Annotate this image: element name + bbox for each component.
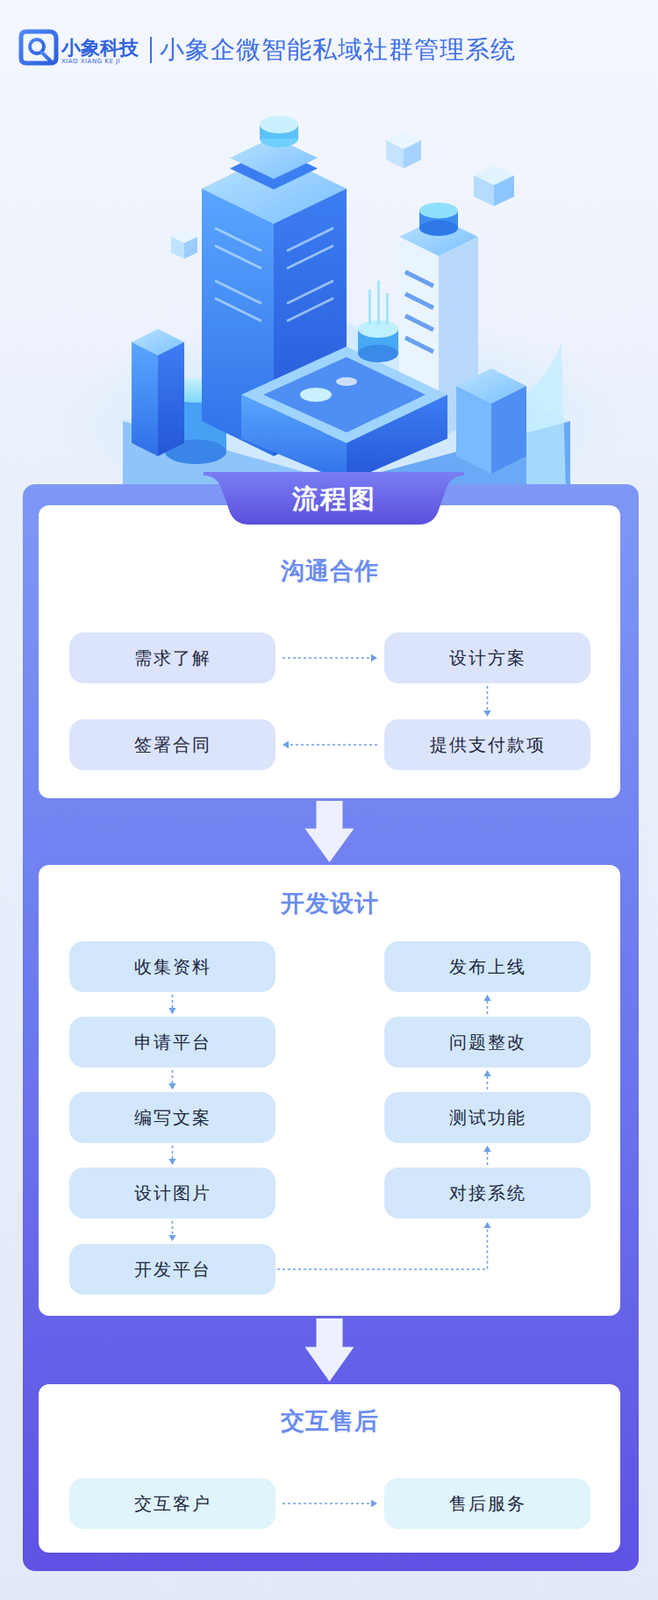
step-label: 签署合同 (134, 733, 212, 758)
stage-title: 开发设计 (38, 887, 621, 920)
flow-connector (282, 741, 378, 749)
arrow-head (371, 1500, 378, 1508)
step-box: 申请平台 (69, 1016, 276, 1068)
arrow-head (371, 654, 378, 662)
flow-connector (277, 1222, 492, 1270)
step-box: 需求了解 (69, 632, 276, 684)
arrow-head (483, 1145, 491, 1152)
step-label: 售后服务 (449, 1492, 527, 1517)
step-box: 测试功能 (384, 1092, 591, 1144)
arrow-head (168, 1008, 176, 1015)
stage-arrow (305, 801, 355, 863)
arrow-head (483, 1222, 491, 1229)
step-box: 问题整改 (384, 1016, 591, 1068)
step-label: 设计图片 (134, 1181, 212, 1206)
step-label: 对接系统 (449, 1181, 527, 1206)
flow-connector (168, 1221, 176, 1242)
step-box: 签署合同 (69, 719, 276, 771)
step-box: 交互客户 (69, 1478, 276, 1530)
arrow-head (168, 1235, 176, 1242)
step-box: 设计图片 (69, 1167, 276, 1219)
step-box: 编写文案 (69, 1092, 276, 1144)
stage-card: 开发设计收集资料申请平台编写文案设计图片开发平台 对接系统 测试功能 问题整改 发布上线 (38, 865, 621, 1316)
step-box: 收集资料 (69, 941, 276, 993)
stage-title: 交互售后 (38, 1405, 621, 1438)
step-box: 售后服务 (384, 1478, 591, 1530)
step-label: 测试功能 (449, 1106, 527, 1131)
step-label: 收集资料 (134, 955, 212, 980)
panel-heading: 流程图 (203, 481, 465, 518)
flow-connector (305, 801, 355, 863)
step-label: 发布上线 (449, 955, 527, 980)
arrow-head (168, 1158, 176, 1166)
stage-card: 交互售后交互客户 售后服务 (38, 1384, 621, 1553)
flow-connector (168, 1145, 176, 1166)
arrow-head (483, 1070, 491, 1077)
dashed-line (282, 657, 378, 659)
step-box: 开发平台 (69, 1244, 276, 1295)
step-label: 申请平台 (134, 1030, 212, 1055)
flow-connector (168, 1070, 176, 1090)
dashed-line (282, 1502, 378, 1505)
brand-pinyin: XIAO XIANG KE JI (61, 57, 121, 65)
dashed-line (277, 1222, 488, 1270)
flow-connector (282, 1500, 378, 1508)
stage-arrow (305, 1318, 355, 1382)
step-label: 提供支付款项 (429, 733, 546, 758)
flow-connector (282, 654, 378, 662)
step-label: 需求了解 (134, 646, 212, 671)
flow-connector (483, 1145, 491, 1166)
step-box: 提供支付款项 (384, 719, 591, 771)
brand-name: 小象科技 (61, 35, 139, 62)
dashed-line (282, 743, 378, 746)
arrow-head (483, 994, 491, 1002)
flow-connector (168, 994, 176, 1015)
panel-tab: 流程图 (203, 472, 465, 527)
step-label: 开发平台 (134, 1258, 212, 1282)
flow-panel: 流程图沟通合作需求了解 设计方案提供支付款项 签署合同开发设计收集资料申请平台编写文… (22, 484, 639, 1572)
stage-title: 沟通合作 (38, 555, 621, 587)
step-label: 编写文案 (134, 1106, 212, 1131)
arrow-head (483, 710, 491, 717)
step-label: 交互客户 (134, 1492, 212, 1517)
stage-card: 沟通合作需求了解 设计方案提供支付款项 签署合同 (38, 505, 621, 799)
flow-connector (483, 686, 491, 717)
arrow-head (282, 741, 289, 749)
city-illustration (0, 105, 658, 492)
page-title: 小象企微智能私域社群管理系统 (159, 33, 516, 67)
step-box: 发布上线 (384, 941, 591, 993)
flow-connector (483, 994, 491, 1015)
step-box: 设计方案 (384, 632, 591, 684)
flow-connector (483, 1070, 491, 1090)
flow-connector (305, 1318, 355, 1382)
step-label: 设计方案 (449, 646, 527, 671)
step-label: 问题整改 (449, 1030, 527, 1055)
step-box: 对接系统 (384, 1167, 591, 1219)
arrow-head (168, 1083, 176, 1090)
